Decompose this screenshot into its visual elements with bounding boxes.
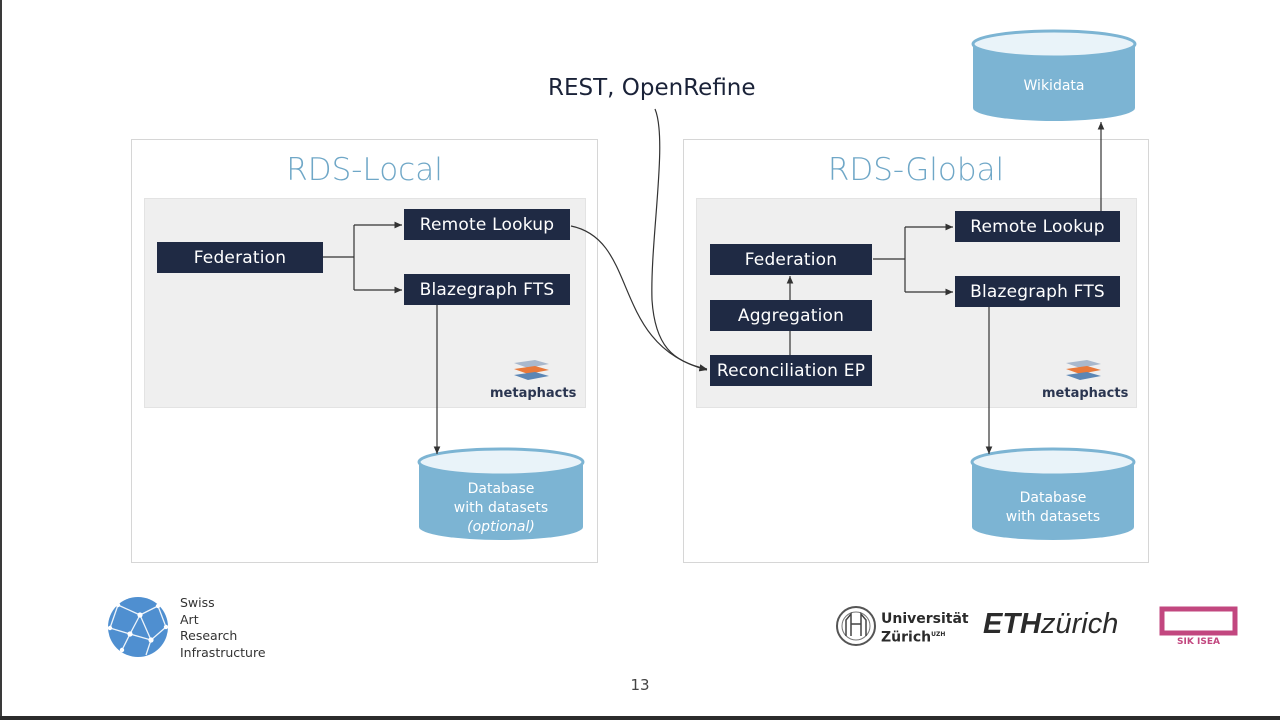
sik-isea-logo-text: SIK ISEA [1177, 637, 1220, 647]
wikidata-cylinder [971, 29, 1137, 121]
global-blazegraph-fts-box: Blazegraph FTS [955, 276, 1120, 307]
uzh-logo-text: Universität ZürichUZH [881, 611, 969, 646]
eth-zurich-text: zürich [1041, 608, 1119, 640]
local-blazegraph-fts-box: Blazegraph FTS [404, 274, 570, 305]
local-database-label: Database with datasets (optional) [419, 480, 583, 537]
global-database-cylinder [970, 447, 1136, 540]
metaphacts-logo-global [1066, 360, 1101, 380]
wikidata-label: Wikidata [1023, 78, 1085, 94]
page-number: 13 [630, 676, 650, 694]
local-database-line1: Database [467, 481, 535, 497]
sari-line-research: Research [180, 628, 238, 643]
global-remote-lookup-box: Remote Lookup [955, 211, 1120, 242]
slide-bottom-edge [0, 716, 1280, 720]
sari-logo-text: Swiss Art Research Infrastructure [180, 595, 266, 661]
uzh-line1: Universität [881, 611, 969, 627]
global-connectors [786, 122, 1105, 454]
global-aggregation-box: Aggregation [710, 300, 872, 331]
protocol-label: REST, OpenRefine [548, 75, 756, 101]
local-database-cylinder [417, 447, 585, 540]
eth-zurich-logo: ETHzürich [983, 608, 1118, 641]
uzh-superscript: UZH [931, 631, 946, 638]
sari-globe-icon [107, 597, 169, 657]
global-reconciliation-box: Reconciliation EP [710, 355, 872, 386]
local-database-optional: (optional) [467, 519, 535, 535]
metaphacts-logo-local [514, 360, 549, 380]
rds-global-title: RDS-Global [827, 152, 1005, 188]
uzh-seal-icon [836, 606, 876, 646]
rds-local-title: RDS-Local [286, 152, 443, 188]
local-remote-lookup-box: Remote Lookup [404, 209, 570, 240]
global-metaphacts-label: metaphacts [1042, 386, 1129, 401]
sari-line-infrastructure: Infrastructure [180, 644, 266, 660]
slide-left-edge [0, 0, 2, 720]
cross-system-curves [570, 108, 708, 372]
sik-isea-logo-box [1159, 606, 1238, 636]
local-federation-box: Federation [157, 242, 323, 273]
global-database-line2: with datasets [1005, 509, 1101, 525]
global-federation-box: Federation [710, 244, 872, 275]
uzh-line2: Zürich [881, 629, 932, 646]
eth-bold-text: ETH [983, 608, 1041, 640]
local-connectors [323, 221, 441, 454]
global-database-line1: Database [1019, 490, 1087, 506]
sari-line-swiss: Swiss [180, 595, 215, 610]
sari-line-art: Art [180, 611, 199, 627]
global-database-label: Database with datasets [972, 489, 1134, 527]
local-database-line2: with datasets [453, 500, 549, 516]
local-metaphacts-label: metaphacts [490, 386, 577, 401]
